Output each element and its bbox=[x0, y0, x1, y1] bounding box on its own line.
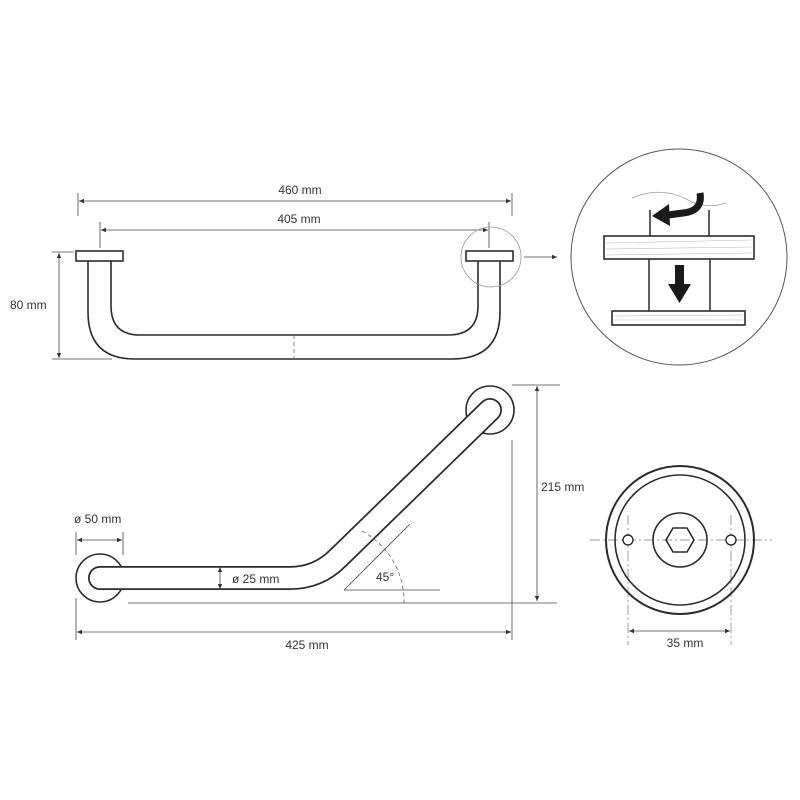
front-view: 215 mm ø 50 mm ø 25 mm 45° 425 mm bbox=[74, 384, 584, 652]
base-length-label: 425 mm bbox=[285, 638, 328, 652]
detail-callout-circle bbox=[460, 226, 522, 288]
hex-nut bbox=[665, 527, 695, 553]
angle-label: 45° bbox=[376, 570, 394, 584]
flange-view: 35 mm bbox=[590, 465, 772, 650]
u-bar-inner bbox=[110, 261, 479, 336]
tube-diameter-label: ø 25 mm bbox=[232, 572, 279, 586]
screw-hole-left bbox=[622, 534, 634, 546]
angle-arc bbox=[361, 530, 405, 604]
flange-hub bbox=[652, 512, 708, 568]
right-flange bbox=[465, 250, 514, 262]
top-view: 460 mm 405 mm 80 mm bbox=[10, 183, 557, 360]
rise-label: 215 mm bbox=[541, 480, 584, 494]
u-bar-outer bbox=[87, 261, 501, 360]
flange-diameter-label: ø 50 mm bbox=[74, 512, 121, 526]
flange-outer bbox=[605, 465, 755, 615]
angled-bar bbox=[89, 399, 501, 589]
inner-length-label: 405 mm bbox=[277, 212, 320, 226]
down-arrow-icon bbox=[675, 265, 684, 285]
left-flange bbox=[75, 250, 124, 262]
hole-spacing-label: 35 mm bbox=[667, 636, 704, 650]
height-label: 80 mm bbox=[10, 298, 47, 312]
screw-hole-right bbox=[725, 534, 737, 546]
lower-plate bbox=[611, 310, 746, 326]
mounting-detail bbox=[570, 148, 788, 366]
curved-arrow-icon bbox=[667, 192, 704, 219]
flange-inner bbox=[614, 474, 746, 606]
overall-length-label: 460 mm bbox=[278, 183, 321, 197]
